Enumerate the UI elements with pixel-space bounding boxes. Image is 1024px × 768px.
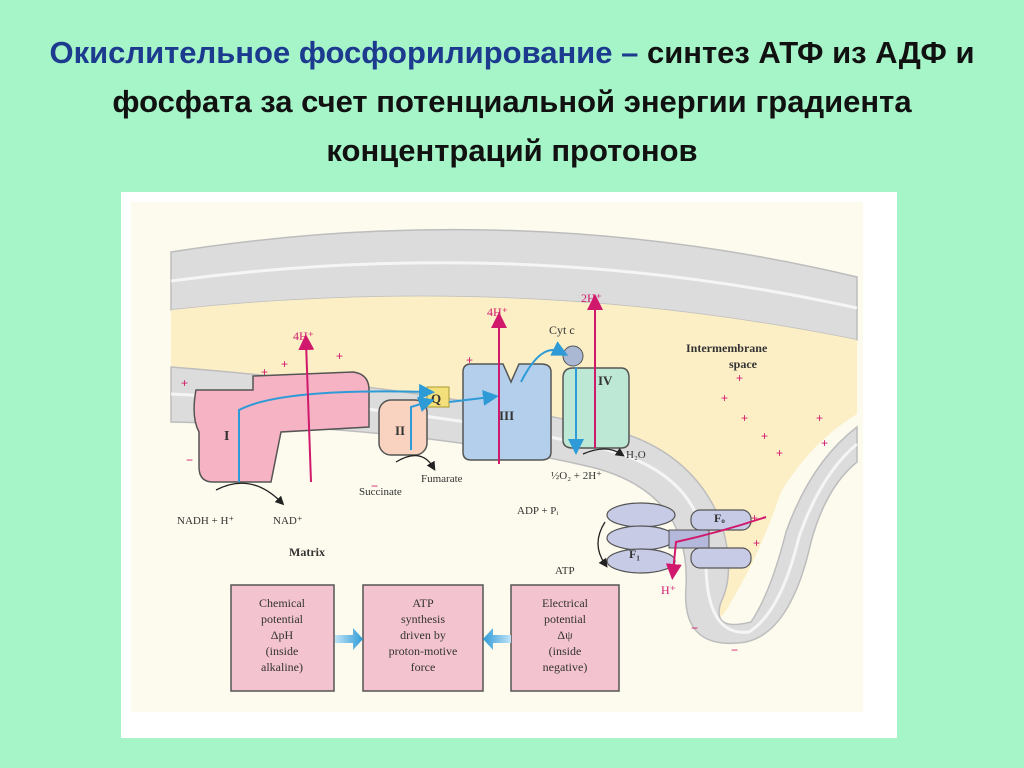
box1-line4: (inside — [266, 644, 299, 658]
svg-text:+: + — [336, 349, 343, 363]
complex-IV-label: IV — [598, 373, 613, 388]
complex-I-label: I — [224, 429, 229, 444]
cyt-c-label: Cyt c — [549, 323, 575, 337]
intermembrane-label: Intermembrane — [686, 341, 768, 355]
space-label: space — [729, 357, 758, 371]
svg-text:−: − — [691, 621, 698, 635]
fo-lower — [690, 547, 752, 569]
charge-signs: +++ +++ +++ +++ +++ −−− −− — [181, 349, 828, 657]
box2-line3: driven by — [400, 628, 446, 642]
oxidative-phosphorylation-diagram: +++ +++ +++ +++ +++ −−− −− I II Q III IV… — [131, 202, 863, 712]
svg-text:+: + — [736, 371, 743, 385]
diagram-panel: +++ +++ +++ +++ +++ −−− −− I II Q III IV… — [121, 192, 897, 738]
arrow-electrical-to-atp — [483, 628, 511, 650]
box1-line5: alkaline) — [261, 660, 303, 674]
svg-text:+: + — [821, 436, 828, 450]
slide-title: Окислительное фосфорилирование – синтез … — [40, 28, 984, 175]
electron-flow-I-Q — [238, 383, 435, 482]
svg-text:+: + — [721, 391, 728, 405]
nad-label: NAD⁺ — [273, 515, 303, 527]
box3-line4: (inside — [549, 644, 582, 658]
water-label: H₂O — [626, 449, 646, 461]
box-electrical-potential — [510, 584, 620, 692]
svg-text:+: + — [751, 511, 758, 525]
complex-III — [462, 363, 552, 461]
box2-line5: force — [411, 660, 436, 674]
nadh-label: NADH + H⁺ — [177, 515, 234, 527]
svg-text:−: − — [371, 479, 378, 493]
electron-flow-III-cyt — [520, 341, 569, 383]
f1-middle — [606, 525, 676, 551]
svg-text:+: + — [466, 353, 473, 367]
svg-text:+: + — [281, 357, 288, 371]
oxygen-label: ½O₂ + 2H⁺ — [551, 470, 602, 482]
box-atp-synthesis — [362, 584, 484, 692]
adp-label: ADP + Pᵢ — [517, 505, 558, 517]
complex-III-label: III — [499, 408, 514, 423]
complex-I — [193, 371, 370, 483]
box1-line1: Chemical — [259, 596, 306, 610]
atp-label: ATP — [555, 565, 575, 577]
cytochrome-c — [562, 345, 584, 367]
atp-synthase — [606, 502, 767, 580]
electron-flow-Q-III — [448, 390, 499, 406]
f1-label: F₁ — [629, 547, 640, 561]
box3-line2: potential — [544, 612, 587, 626]
matrix-label: Matrix — [289, 545, 325, 559]
svg-text:+: + — [741, 411, 748, 425]
svg-text:+: + — [261, 365, 268, 379]
h4-label-a: 4H⁺ — [293, 329, 314, 343]
title-rest: синтез АТФ из АДФ и фосфата за счет поте… — [112, 35, 975, 168]
f1-lower — [606, 548, 676, 574]
h4-label-b: 4H⁺ — [487, 305, 508, 319]
svg-text:−: − — [731, 643, 738, 657]
svg-text:−: − — [186, 453, 193, 467]
svg-text:+: + — [181, 376, 188, 390]
succinate-label: Succinate — [359, 486, 402, 498]
title-highlight: Окислительное фосфорилирование – — [49, 35, 639, 70]
svg-text:+: + — [776, 446, 783, 460]
h-bottom-label: H⁺ — [661, 583, 676, 597]
f1-upper — [606, 502, 676, 528]
q-label: Q — [431, 391, 441, 406]
fumarate-label: Fumarate — [421, 473, 463, 485]
box1-line2: potential — [261, 612, 304, 626]
electron-flow-II-Q — [410, 396, 435, 450]
box2-line1: ATP — [412, 596, 434, 610]
box1-line3: ΔpH — [271, 628, 294, 642]
box2-line2: synthesis — [401, 612, 445, 626]
complex-II — [378, 399, 428, 456]
arrow-chemical-to-atp — [335, 628, 363, 650]
box3-line3: Δψ — [557, 628, 573, 642]
complex-II-label: II — [395, 423, 405, 438]
box-chemical-potential — [230, 584, 335, 692]
proton-pump-I — [298, 334, 315, 483]
box3-line1: Electrical — [542, 596, 589, 610]
svg-text:+: + — [753, 536, 760, 550]
svg-text:+: + — [761, 429, 768, 443]
fo-label: Fₒ — [714, 511, 725, 525]
h2-label: 2H⁺ — [581, 291, 602, 305]
box3-line5: negative) — [543, 660, 588, 674]
box2-line4: proton-motive — [389, 644, 458, 658]
proton-return — [665, 516, 767, 580]
svg-text:+: + — [816, 411, 823, 425]
